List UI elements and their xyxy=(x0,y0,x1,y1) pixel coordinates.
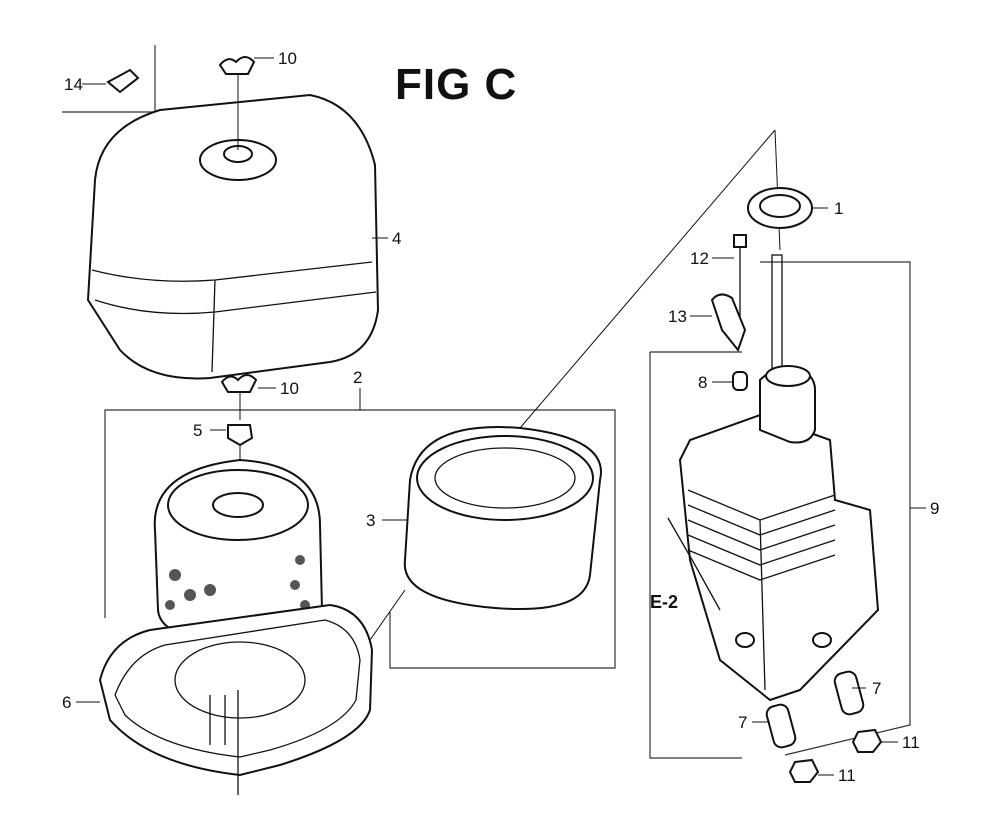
element-assembly xyxy=(153,458,324,647)
bracket-part xyxy=(710,293,747,353)
callout-14: 14 xyxy=(64,75,83,94)
callout-2: 2 xyxy=(353,368,362,387)
group-box-9-right xyxy=(760,261,911,756)
group-box-9 xyxy=(649,352,742,759)
callout-7-upper: 7 xyxy=(872,679,881,698)
e2-arrow xyxy=(667,517,721,611)
callout-5: 5 xyxy=(193,421,202,440)
pipe-part-lower xyxy=(765,703,797,749)
group-box-2 xyxy=(104,409,616,669)
clip-part xyxy=(106,68,140,94)
callout-12: 12 xyxy=(690,249,709,268)
callout-4: 4 xyxy=(392,229,401,248)
section-ref-e2: E-2 xyxy=(650,592,678,612)
callout-13: 13 xyxy=(668,307,687,326)
callout-10-top: 10 xyxy=(278,49,297,68)
nut-part-upper xyxy=(851,728,883,753)
callout-6: 6 xyxy=(62,693,71,712)
air-cleaner-base xyxy=(98,603,374,795)
callout-1: 1 xyxy=(834,199,843,218)
collar-part xyxy=(732,371,748,391)
callout-10-lower: 10 xyxy=(280,379,299,398)
nut-part-lower xyxy=(788,758,820,783)
muffler xyxy=(678,254,880,702)
callout-3: 3 xyxy=(366,511,375,530)
air-cleaner-cover xyxy=(86,93,380,380)
callout-11-lower: 11 xyxy=(838,766,856,785)
wing-nut-lower xyxy=(220,374,258,420)
callout-7-lower: 7 xyxy=(738,713,747,732)
gasket-ring xyxy=(747,187,828,229)
bolt-part xyxy=(733,234,747,330)
foam-element xyxy=(403,426,602,610)
pipe-part-upper xyxy=(833,670,865,716)
callout-11-upper: 11 xyxy=(902,733,920,752)
callout-9: 9 xyxy=(930,499,939,518)
wing-nut-top xyxy=(218,56,256,150)
figure-title: FIG C xyxy=(395,60,518,109)
callout-8: 8 xyxy=(698,373,707,392)
